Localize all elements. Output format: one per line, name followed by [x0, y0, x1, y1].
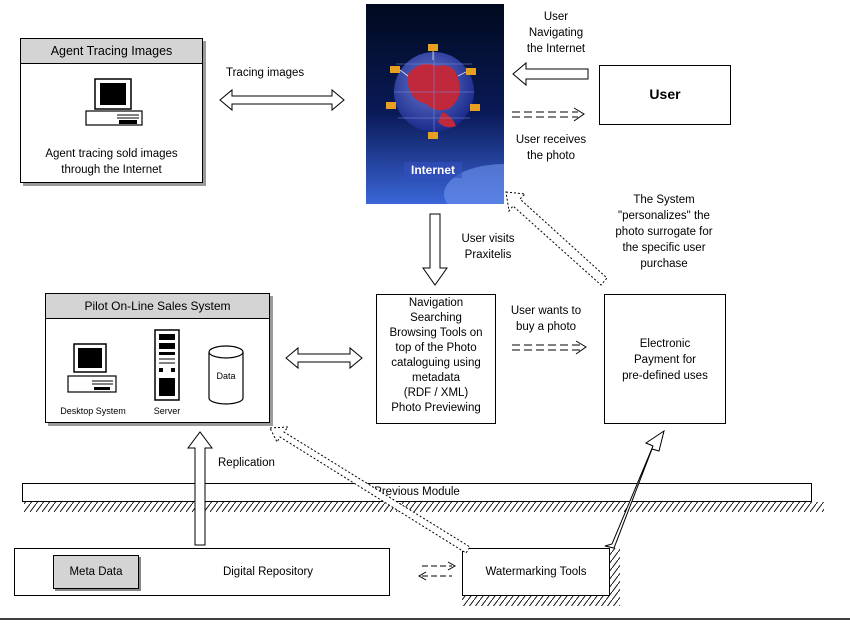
- agent-caption-1: Agent tracing sold images: [45, 148, 178, 160]
- computer-icon: [85, 78, 143, 126]
- digital-repository-box: Meta Data Digital Repository: [14, 548, 390, 596]
- internet-globe-image: Internet: [366, 4, 504, 204]
- user-receives-2: the photo: [527, 150, 575, 162]
- tracing-images-label: Tracing images: [226, 67, 305, 79]
- system-personalizes-3: photo surrogate for: [615, 226, 713, 238]
- navigation-line-2: Searching: [410, 312, 462, 324]
- payment-line-2: Payment for: [634, 354, 696, 366]
- user-navigating-1: User: [543, 11, 569, 23]
- agent-tracing-box: Agent Tracing Images Agent tracing sold …: [20, 38, 203, 183]
- navigation-line-7: (RDF / XML): [403, 387, 469, 399]
- agent-caption-2: through the Internet: [61, 164, 162, 176]
- navigation-line-1: Navigation: [408, 297, 464, 309]
- system-personalizes-1: The System: [633, 194, 695, 206]
- desktop-system-label: Desktop System: [60, 406, 126, 416]
- desktop-computer-icon: [67, 343, 117, 393]
- replication-label: Replication: [218, 457, 275, 469]
- payment-line-1: Electronic: [639, 338, 691, 350]
- navigation-line-4: top of the Photo: [395, 342, 477, 354]
- user-wants-2: buy a photo: [515, 321, 577, 333]
- server-label: Server: [153, 406, 181, 416]
- pilot-sales-box: Pilot On-Line Sales System Desktop Syste…: [45, 293, 270, 423]
- data-label: Data: [216, 371, 236, 381]
- user-label: User: [649, 86, 681, 102]
- user-navigating-2: Navigating: [528, 27, 584, 39]
- system-personalizes-2: "personalizes" the: [618, 210, 710, 222]
- payment-line-3: pre-defined uses: [622, 370, 708, 382]
- user-navigating-3: the Internet: [526, 43, 586, 55]
- navigation-line-8: Photo Previewing: [391, 402, 481, 414]
- pilot-sales-title: Pilot On-Line Sales System: [46, 294, 269, 319]
- navigation-line-5: cataloguing using: [391, 357, 481, 369]
- digital-repository-label: Digital Repository: [222, 566, 314, 578]
- navigation-tools-box: Navigation Searching Browsing Tools on t…: [376, 294, 496, 424]
- previous-module-bar: Previous Module: [22, 483, 812, 502]
- system-personalizes-5: purchase: [640, 258, 688, 270]
- navigation-line-6: metadata: [412, 372, 460, 384]
- server-icon: [154, 329, 180, 401]
- system-personalizes-4: the specific user: [622, 242, 706, 254]
- navigation-line-3: Browsing Tools on: [389, 327, 483, 339]
- user-visits-2: Praxitelis: [464, 249, 512, 261]
- meta-data-label: Meta Data: [69, 566, 123, 578]
- internet-label: Internet: [410, 163, 455, 177]
- electronic-payment-box: Electronic Payment for pre-defined uses: [604, 294, 726, 424]
- meta-data-box: Meta Data: [53, 555, 139, 589]
- user-visits-1: User visits: [461, 233, 515, 245]
- watermarking-label: Watermarking Tools: [485, 566, 587, 578]
- user-wants-1: User wants to: [510, 305, 582, 317]
- database-icon: [208, 345, 244, 405]
- agent-tracing-title: Agent Tracing Images: [21, 39, 202, 64]
- user-receives-1: User receives: [515, 134, 587, 146]
- previous-module-label: Previous Module: [374, 486, 460, 498]
- watermarking-tools-box: Watermarking Tools: [462, 548, 610, 596]
- user-box: User: [599, 65, 731, 125]
